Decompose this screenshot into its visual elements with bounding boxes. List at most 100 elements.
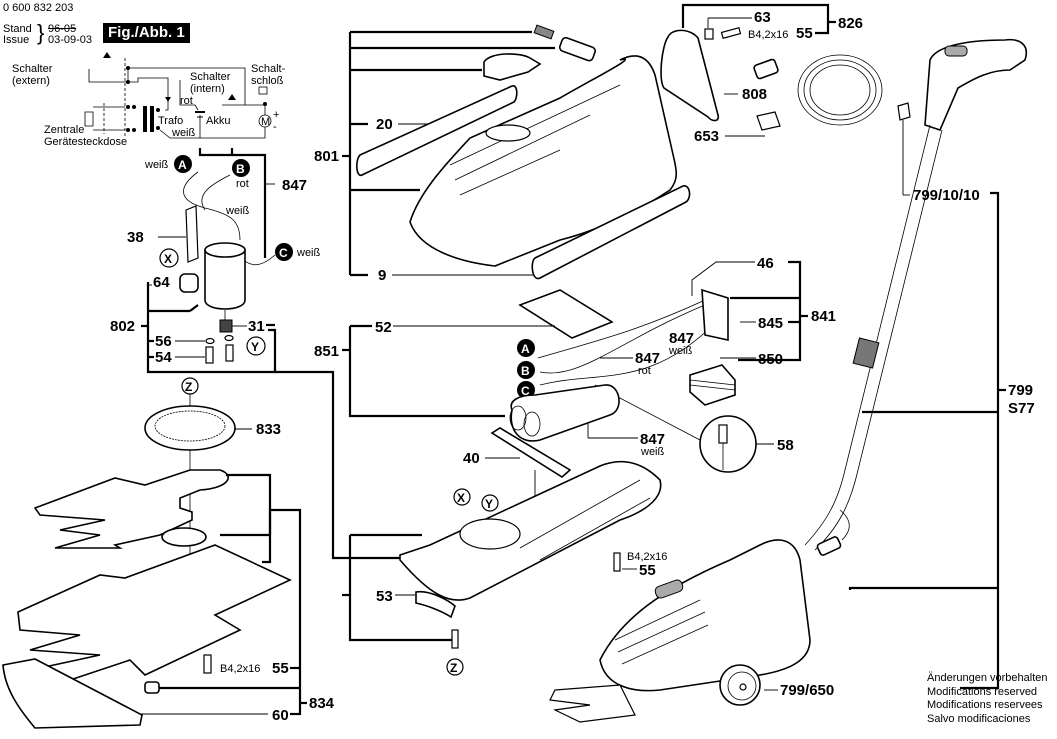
schematic-wire [179, 80, 199, 111]
blade-assembly: Z 833 834 B4,2x16 55 60 [2, 377, 335, 729]
power-cord-assembly: 826 63 B4,2x16 55 808 653 [660, 3, 883, 145]
schematic-label-switch-external: Schalter [12, 63, 53, 75]
part-nut [144, 681, 160, 694]
wire-color-white: weiß [144, 159, 169, 171]
svg-text:C: C [279, 246, 288, 260]
label-799-650: 799/650 [780, 682, 834, 699]
part-58-terminal-detail [699, 415, 757, 473]
housing-main [409, 55, 678, 267]
schematic-wire [128, 77, 169, 111]
label-833: 833 [256, 421, 281, 438]
label-55: 55 [272, 660, 289, 677]
note-fr: Modifications reservees [927, 699, 1043, 711]
wire-color-red: rot [638, 365, 651, 377]
label-834: 834 [309, 695, 335, 712]
screw-spec: B4,2x16 [220, 663, 260, 675]
svg-text:Y: Y [251, 340, 259, 354]
schematic-label-switch-internal-sub: (intern) [190, 83, 225, 95]
part-54-screw [225, 344, 234, 362]
svg-text:X: X [164, 252, 172, 266]
label-s77: S77 [1008, 400, 1035, 417]
old-date: 96-05 [48, 23, 77, 35]
assembled-shear-body [599, 539, 811, 692]
part-63-clip [704, 28, 714, 40]
label-847: 847 [282, 177, 307, 194]
label-845: 845 [758, 315, 783, 332]
power-cord-coil [797, 54, 883, 126]
screw-spec: B4,2x16 [627, 551, 667, 563]
transformer-core [150, 106, 154, 132]
part-switch-button [483, 53, 542, 81]
svg-text:B: B [521, 364, 530, 378]
bracket-connector [275, 370, 400, 560]
key-symbol [258, 86, 268, 95]
part-54-screw [205, 346, 214, 364]
motor-plus: + [273, 109, 279, 121]
note-en: Modifications reserved [927, 685, 1038, 698]
connector-y-badge [246, 336, 266, 356]
bracket-834 [262, 508, 302, 715]
part-52-pad [518, 289, 614, 339]
schematic-label-red: rot [180, 95, 193, 107]
brace: } [37, 20, 45, 45]
label-799-10-10: 799/10/10 [913, 187, 980, 204]
label-841: 841 [811, 308, 836, 325]
transformer-core [143, 106, 147, 132]
label-60: 60 [272, 707, 289, 724]
housing-assembly: 801 20 9 [314, 24, 691, 284]
diode-symbol [165, 97, 171, 102]
svg-text:A: A [178, 158, 187, 172]
wire-color-white: weiß [296, 247, 321, 259]
schematic-wire [93, 106, 125, 131]
assembled-shear-blade [549, 684, 636, 723]
part-53-segment [415, 590, 456, 619]
wire [183, 171, 241, 241]
switch-button-icon [228, 94, 236, 100]
electronics-assembly: 851 52 A B C 841 46 845 850 847 weiß 847… [314, 255, 836, 473]
modification-notes: Änderungen vorbehalten Modifications res… [927, 672, 1047, 726]
issue-date: 03-09-03 [48, 34, 93, 46]
label-53: 53 [376, 588, 393, 605]
label-31: 31 [248, 318, 265, 335]
note-es: Salvo modificaciones [927, 712, 1031, 725]
part-55-screw [613, 552, 621, 572]
part-808-cover [660, 29, 720, 122]
part-lower-blade [17, 544, 292, 692]
part-40-strip [490, 427, 572, 478]
label-20: 20 [376, 116, 393, 133]
label-826: 826 [838, 15, 863, 32]
connector-a-badge [517, 339, 535, 357]
label-653: 653 [694, 128, 719, 145]
wire [201, 174, 231, 211]
part-slider [558, 36, 596, 62]
label-808: 808 [742, 86, 767, 103]
svg-text:Z: Z [185, 380, 192, 394]
schematic-label-white: weiß [171, 127, 196, 139]
schematic-nodes [126, 66, 267, 132]
bracket-847 [198, 148, 267, 258]
connector-x-badge [453, 488, 471, 506]
svg-text:Y: Y [485, 497, 493, 511]
wire-color-white: weiß [640, 446, 665, 458]
label-802: 802 [110, 318, 135, 335]
bracket-826 [681, 3, 830, 35]
label-851: 851 [314, 343, 339, 360]
issue-label: Issue [3, 34, 30, 46]
bracket-base [348, 535, 455, 642]
schematic-label-key-switch: Schalt- [251, 63, 286, 75]
schematic-wire [200, 127, 266, 139]
terminal-38 [185, 205, 199, 263]
bracket-799 [960, 191, 1000, 690]
part-56-washer [205, 337, 215, 345]
bracket-851 [348, 326, 505, 418]
switch-button-icon [103, 52, 111, 58]
part-pin [451, 629, 459, 649]
schematic-wire [222, 104, 266, 115]
part-number: 0 600 832 203 [3, 2, 74, 14]
connector-b-badge [232, 159, 250, 177]
part-20-strip [356, 85, 518, 177]
part-46-board [701, 288, 729, 341]
schematic-label-switch-internal: Schalter [190, 71, 231, 83]
schematic-label-battery: Akku [206, 115, 230, 127]
cord-connector [816, 536, 842, 556]
